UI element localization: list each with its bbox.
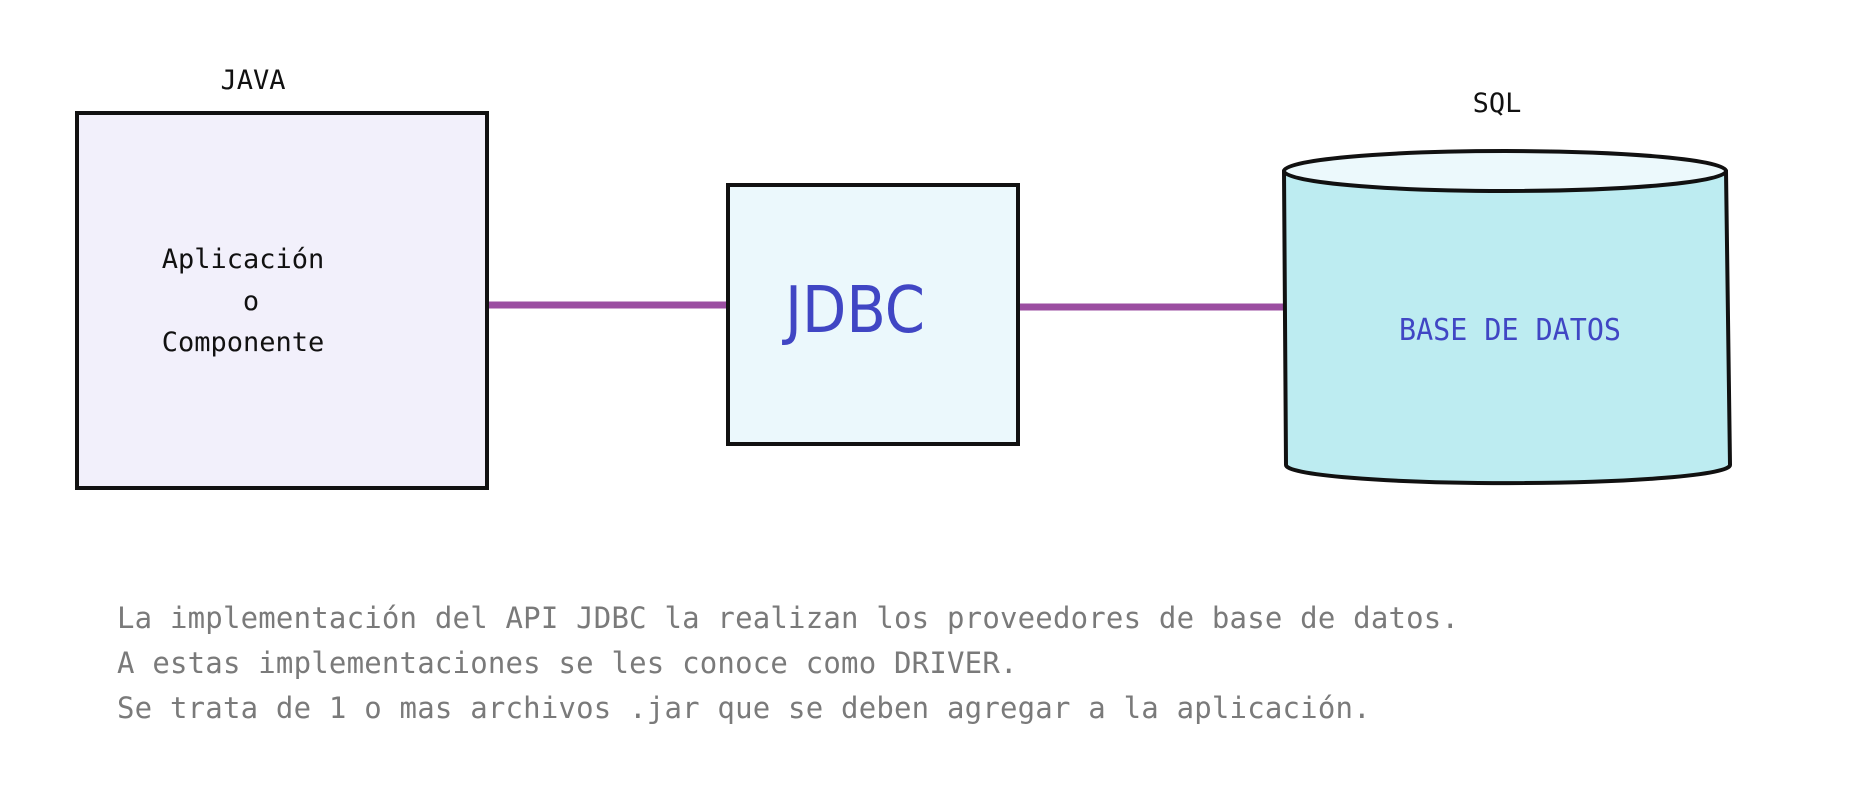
jdbc-label: JDBC bbox=[782, 274, 925, 348]
note-line: La implementación del API JDBC la realiz… bbox=[117, 601, 1460, 635]
database-cylinder-body bbox=[1282, 169, 1732, 486]
database-cylinder-top bbox=[1282, 149, 1728, 193]
java-label-line-1: Aplicación bbox=[162, 244, 325, 275]
note-line: A estas implementaciones se les conoce c… bbox=[117, 646, 1018, 680]
java-label-line-3: Componente bbox=[162, 327, 325, 358]
note-line: Se trata de 1 o mas archivos .jar que se… bbox=[117, 691, 1371, 725]
notes-list: La implementación del API JDBC la realiz… bbox=[117, 596, 1459, 731]
java-label-line-2: o bbox=[243, 286, 259, 317]
jdbc-box bbox=[726, 183, 1020, 446]
database-label: BASE DE DATOS bbox=[1399, 313, 1621, 348]
java-caption: JAVA bbox=[220, 65, 285, 96]
sql-caption: SQL bbox=[1473, 88, 1522, 119]
java-application-box bbox=[75, 111, 489, 490]
